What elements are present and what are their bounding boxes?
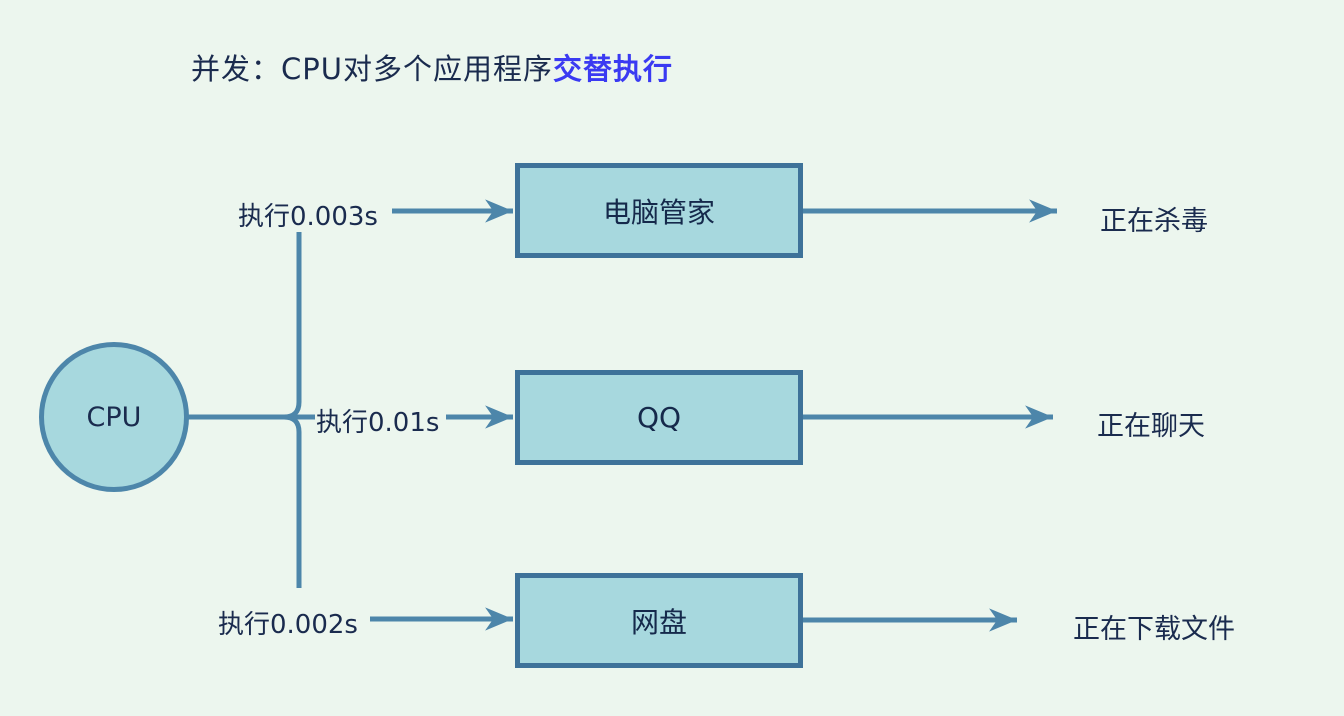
exec-duration-label-top: 执行0.003s [238,202,378,232]
app-box-middle: QQ [515,370,803,465]
cpu-node-label: CPU [86,401,142,433]
exec-duration-label-bottom: 执行0.002s [218,610,358,640]
app-box-bottom: 网盘 [515,573,803,668]
app-box-bottom-label: 网盘 [630,605,687,639]
diagram-title: 并发：CPU对多个应用程序交替执行 [191,46,673,88]
app-box-top: 电脑管家 [515,163,803,258]
status-text-bottom: 正在下载文件 [1073,614,1235,645]
connector-branch-down [283,414,302,588]
status-text-middle: 正在聊天 [1097,411,1205,442]
diagram-title-prefix: 并发：CPU对多个应用程序 [191,52,553,86]
app-box-top-label: 电脑管家 [602,195,715,229]
status-text-top: 正在杀毒 [1100,206,1208,237]
diagram-title-highlight: 交替执行 [552,52,673,86]
connector-branch-up [283,232,302,420]
exec-duration-label-middle: 执行0.01s [316,408,440,438]
app-box-middle-label: QQ [636,401,682,434]
cpu-node: CPU [39,342,189,492]
